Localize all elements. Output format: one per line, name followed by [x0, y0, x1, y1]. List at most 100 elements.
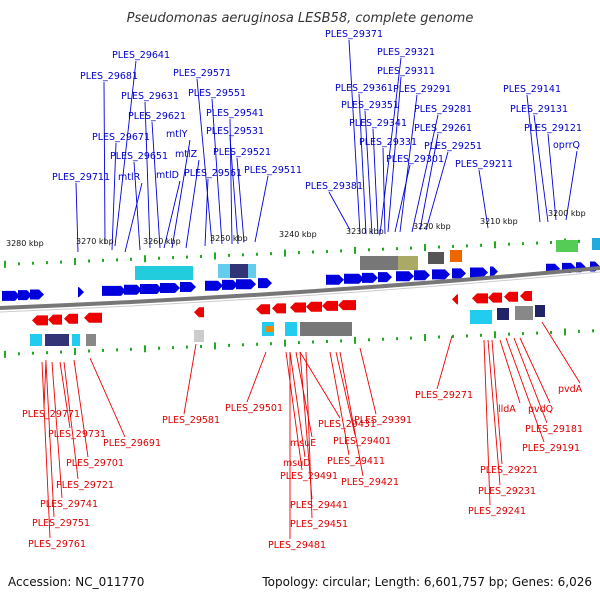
track-tick — [88, 349, 90, 353]
track-tick — [88, 259, 90, 263]
track-tick — [578, 329, 580, 333]
kbp-tick-label: 3260 kbp — [143, 237, 181, 246]
gene-leader-line — [103, 81, 106, 245]
gene-label: PLES_29511 — [244, 165, 302, 176]
gene-leader-line — [45, 361, 55, 518]
gene-label: PLES_29251 — [424, 141, 482, 152]
track-tick — [424, 244, 426, 252]
track-tick — [116, 258, 118, 262]
gene-label: PLES_29311 — [377, 66, 435, 77]
track-tick — [508, 242, 510, 246]
feature-block — [72, 334, 80, 346]
gene-label: PLES_29291 — [393, 84, 451, 95]
track-tick — [578, 239, 580, 243]
track-tick — [592, 329, 594, 333]
track-tick — [326, 249, 328, 253]
gene-leader-line — [329, 351, 350, 456]
gene-arrow — [396, 271, 414, 282]
track-tick — [186, 345, 188, 349]
gene-arrow — [84, 312, 102, 323]
track-tick — [74, 258, 76, 266]
track-tick — [130, 347, 132, 351]
track-tick — [382, 247, 384, 251]
track-tick — [424, 334, 426, 342]
track-tick — [18, 262, 20, 266]
gene-label: pvdQ — [528, 404, 553, 415]
gene-label: PLES_29701 — [66, 458, 124, 469]
track-tick — [284, 249, 286, 257]
track-tick — [550, 241, 552, 244]
gene-leader-line — [533, 114, 549, 223]
gene-leader-line — [436, 335, 453, 390]
gene-arrow — [180, 282, 196, 292]
track-tick — [480, 243, 482, 247]
track-tick — [354, 336, 356, 344]
gene-label: PLES_29721 — [56, 480, 114, 491]
track-tick — [4, 350, 6, 358]
gene-leader-line — [478, 169, 489, 229]
gene-leader-line — [144, 101, 151, 249]
gene-leader-line — [483, 339, 491, 506]
gene-arrow — [362, 272, 378, 283]
track-tick — [410, 246, 412, 250]
track-tick — [438, 335, 440, 339]
gene-leader-line — [183, 343, 197, 415]
gene-label: PLES_29681 — [80, 71, 138, 82]
track-tick — [46, 351, 48, 355]
gene-arrow — [102, 285, 126, 296]
gene-label: PLES_29741 — [40, 499, 98, 510]
gene-leader-line — [133, 161, 141, 251]
feature-block — [398, 256, 418, 270]
gene-arrow — [140, 284, 162, 294]
gene-label: PLES_29181 — [525, 424, 583, 435]
gene-leader-line — [387, 76, 402, 233]
track-tick — [158, 346, 160, 350]
gene-label: PLES_29371 — [325, 29, 383, 40]
gene-leader-line — [111, 142, 117, 251]
gene-label: PLES_29271 — [415, 390, 473, 401]
gene-arrow — [378, 272, 392, 283]
reverse-feature-blocks — [30, 305, 545, 346]
gene-leader-line — [41, 361, 51, 539]
gene-arrow — [504, 291, 518, 302]
track-tick — [508, 332, 510, 336]
feature-block — [30, 334, 42, 346]
gene-arrow — [344, 273, 364, 284]
gene-leader-line — [372, 128, 379, 235]
gene-label: PLES_29581 — [162, 415, 220, 426]
track-tick — [242, 343, 244, 347]
gene-label: PLES_29631 — [121, 91, 179, 102]
track-tick — [368, 338, 370, 342]
track-tick — [214, 342, 216, 350]
feature-block — [135, 266, 193, 280]
track-tick — [60, 260, 62, 264]
gene-label: PLES_29691 — [103, 438, 161, 449]
track-tick — [256, 342, 258, 346]
reverse-strand-labels: PLES_29271pvdAPLES_29501PLES_29581PLES_2… — [22, 321, 583, 551]
gene-leader-line — [229, 136, 239, 245]
gene-arrow — [2, 290, 20, 301]
gene-leader-line — [171, 139, 191, 249]
track-tick — [270, 252, 272, 256]
gene-label: lldA — [498, 404, 516, 415]
track-tick — [340, 249, 342, 253]
gene-label: PLES_29501 — [225, 403, 283, 414]
gene-arrow — [432, 269, 450, 280]
gene-label: PLES_29401 — [333, 436, 391, 447]
gene-leader-line — [379, 57, 402, 235]
gene-arrow — [32, 315, 48, 326]
gene-arrow — [490, 266, 498, 277]
feature-block — [428, 252, 444, 264]
gene-label: PLES_29731 — [48, 429, 106, 440]
gene-leader-line — [151, 121, 161, 249]
kbp-tick-label: 3230 kbp — [346, 227, 384, 236]
gene-arrow — [452, 268, 466, 279]
gene-leader-line — [565, 150, 578, 221]
gene-leader-line — [114, 60, 137, 247]
gene-leader-line — [295, 351, 313, 438]
track-tick — [298, 341, 300, 345]
feature-block — [556, 240, 578, 252]
gene-leader-line — [289, 351, 306, 458]
track-tick — [200, 255, 202, 258]
